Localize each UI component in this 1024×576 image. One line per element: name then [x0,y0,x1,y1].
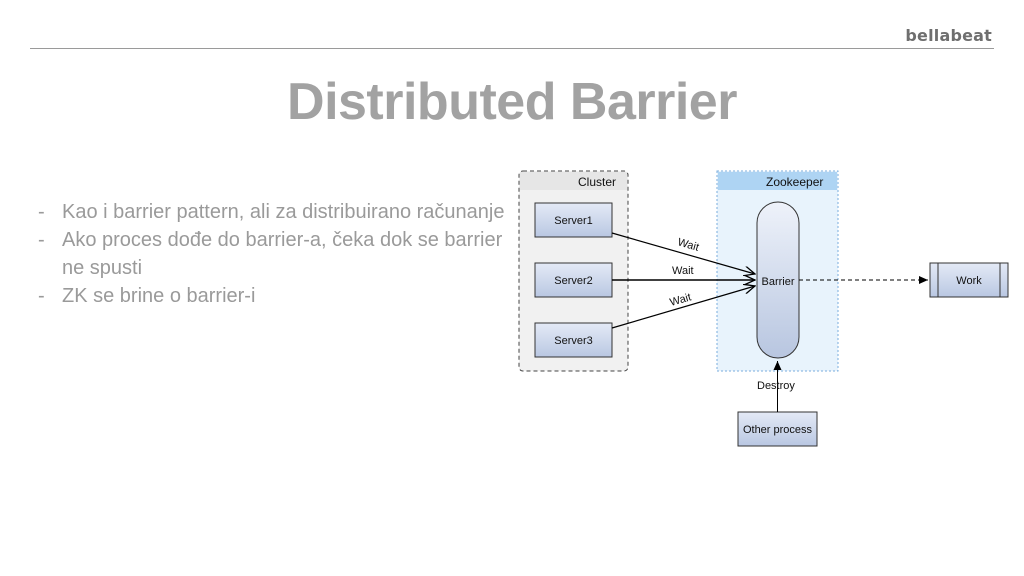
bullet-item: Ako proces dođe do barrier-a, čeka dok s… [38,226,508,282]
cluster-label: Cluster [578,175,616,189]
barrier-label: Barrier [761,276,794,288]
barrier-node: Barrier [756,201,800,359]
server-node: Server1 [534,202,613,238]
slide-title: Distributed Barrier [287,73,737,131]
wait-label: Wait [676,236,700,253]
wait-label: Wait [669,291,693,308]
server-label: Server3 [554,335,593,347]
wait-label: Wait [672,265,694,277]
work-label: Work [956,275,982,287]
brand-logo: bellabeat [905,26,992,45]
bullet-list: Kao i barrier pattern, ali za distribuir… [38,198,508,310]
destroy-label: Destroy [757,380,795,392]
header-divider [30,48,994,49]
other-process-label: Other process [743,424,813,436]
bullet-item: Kao i barrier pattern, ali za distribuir… [38,198,508,226]
bullet-item: ZK se brine o barrier-i [38,282,508,310]
server-label: Server2 [554,275,593,287]
server-node: Server2 [534,262,613,298]
wait-arrow [611,286,755,329]
server-label: Server1 [554,215,593,227]
work-node: Work [929,262,1009,298]
server-node: Server3 [534,322,613,358]
other-process-node: Other process [737,411,818,447]
zookeeper-label: Zookeeper [766,175,823,189]
wait-arrow [611,232,755,274]
